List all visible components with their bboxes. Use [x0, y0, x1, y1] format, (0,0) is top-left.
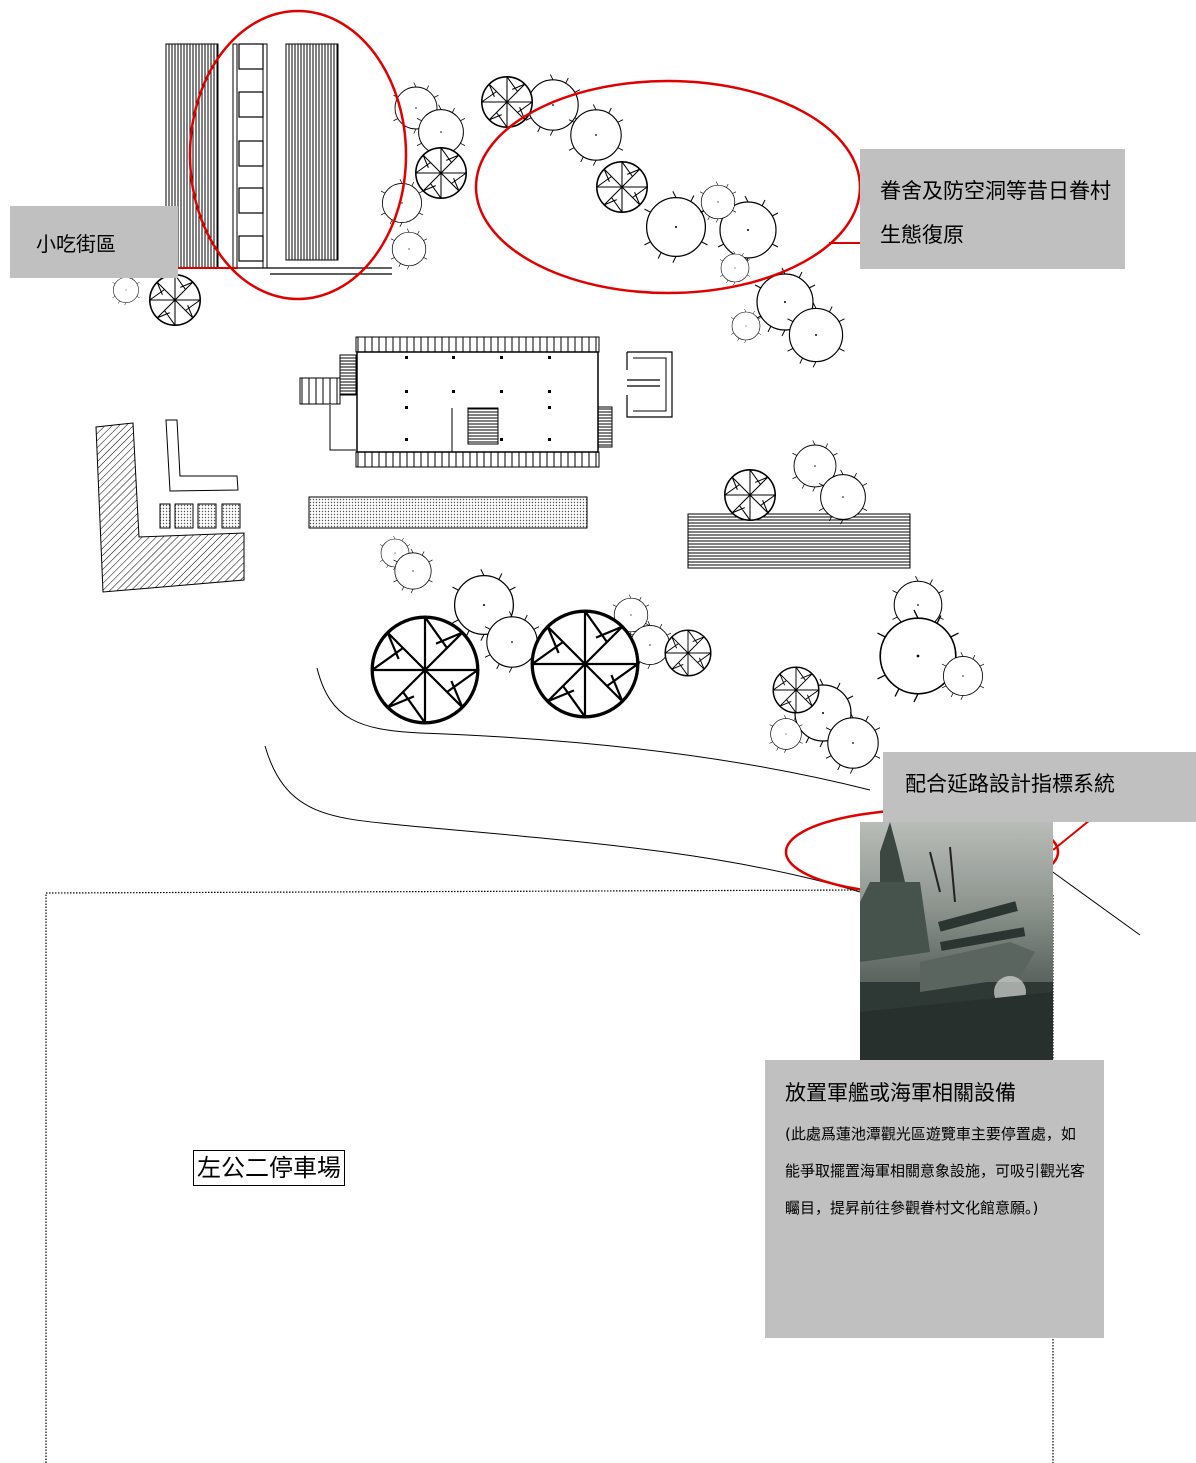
- food-street-callout: 小吃街區: [10, 206, 178, 278]
- signage-callout: 配合延路設計指標系統: [883, 752, 1196, 822]
- village-restore-label: 眷舍及防空洞等昔日眷村生態復原: [880, 179, 1111, 247]
- village-restore-callout: 眷舍及防空洞等昔日眷村生態復原: [860, 149, 1125, 269]
- warship-callout: 放置軍艦或海軍相關設備 (此處爲蓮池潭觀光區遊覽車主要停置處，如能爭取擺置海軍相…: [765, 1060, 1104, 1338]
- warship-title: 放置軍艦或海軍相關設備: [785, 1081, 1016, 1105]
- signage-label: 配合延路設計指標系統: [905, 772, 1115, 796]
- food-street-label: 小吃街區: [36, 232, 116, 256]
- parking-lot-label: 左公二停車場: [193, 1150, 345, 1186]
- warship-photo: [860, 822, 1053, 1060]
- warship-note: (此處爲蓮池潭觀光區遊覽車主要停置處，如能爭取擺置海軍相關意象設施，可吸引觀光客…: [785, 1125, 1086, 1217]
